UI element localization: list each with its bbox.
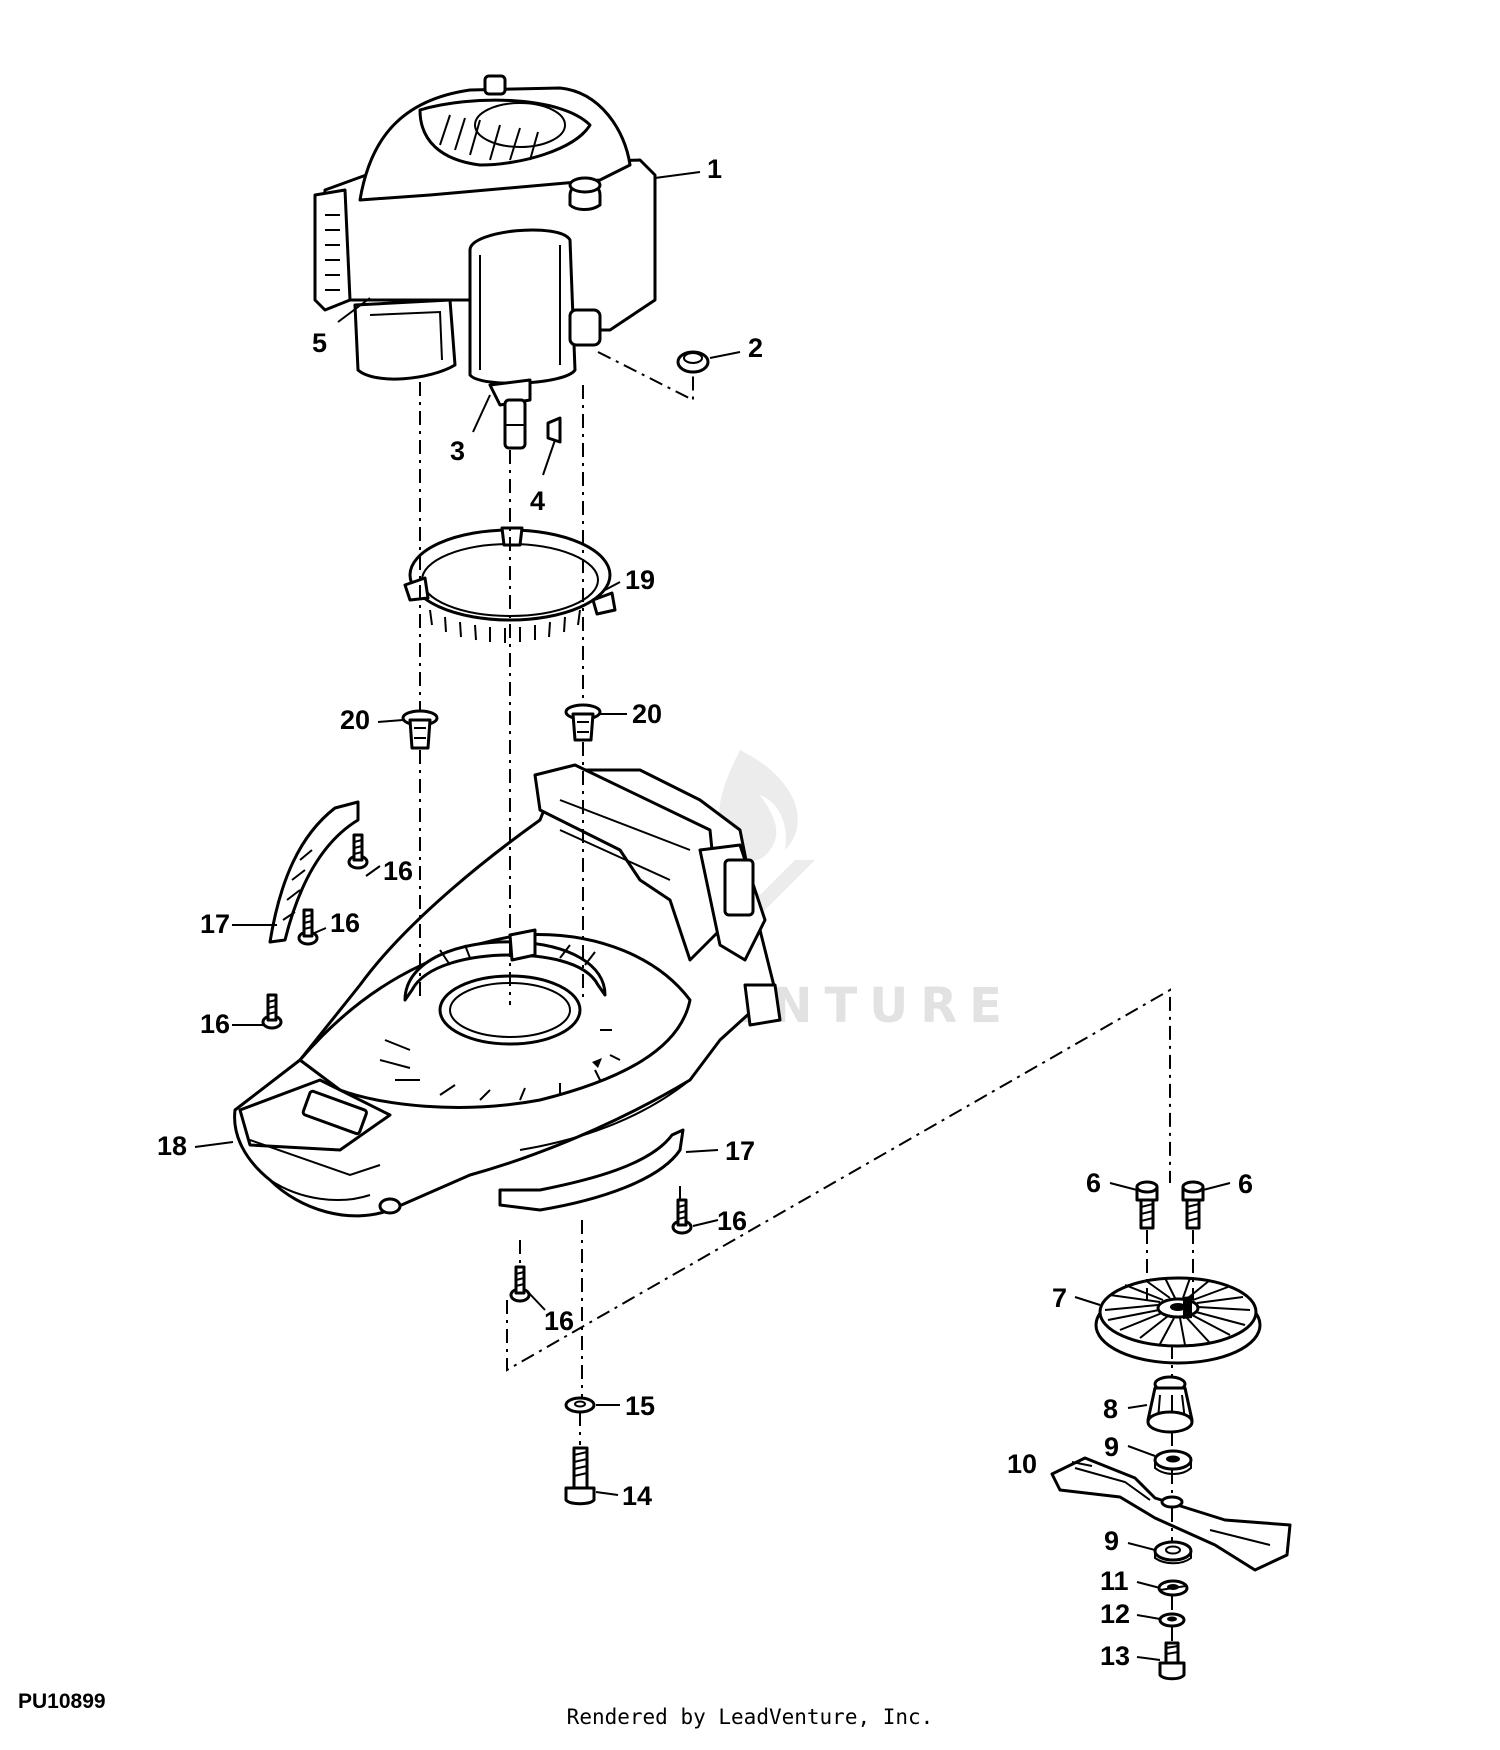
callout-20-left: 20: [340, 705, 370, 735]
screw-16-d: [671, 1198, 693, 1235]
callout-8: 8: [1103, 1394, 1118, 1424]
callout-12: 12: [1100, 1599, 1130, 1629]
callout-1: 1: [707, 154, 722, 184]
screw-16-b: [297, 908, 319, 946]
footer-credit: Rendered by LeadVenture, Inc.: [566, 1705, 934, 1729]
callout-16-a: 16: [383, 856, 413, 886]
callout-7: 7: [1052, 1283, 1067, 1313]
callout-19: 19: [625, 565, 655, 595]
washer-9-top: [1153, 1449, 1193, 1475]
callout-9-bottom: 9: [1104, 1526, 1119, 1556]
blade-adapter-hub-8: [1146, 1375, 1194, 1434]
callout-4: 4: [530, 486, 545, 516]
grommet-right: [564, 703, 602, 742]
crankshaft-key: [546, 416, 562, 444]
engine: [313, 74, 657, 450]
callout-16-b: 16: [330, 908, 360, 938]
bolt-13: [1158, 1641, 1186, 1681]
screw-16-e: [509, 1265, 531, 1303]
callout-3: 3: [450, 436, 465, 466]
callout-5: 5: [312, 328, 327, 358]
front-flap-strip: [498, 1128, 685, 1212]
callout-18: 18: [157, 1131, 187, 1161]
callout-9-top: 9: [1104, 1432, 1119, 1462]
callout-14: 14: [622, 1481, 652, 1511]
blade-adapter-fan-7: [1094, 1276, 1262, 1365]
alignment-lines: [419, 351, 1194, 1641]
callout-6-left: 6: [1086, 1168, 1101, 1198]
callout-10: 10: [1007, 1449, 1037, 1479]
callout-16-e: 16: [544, 1306, 574, 1336]
rear-flap-strip: [268, 800, 360, 944]
callout-20-right: 20: [632, 699, 662, 729]
callout-16-c: 16: [200, 1009, 230, 1039]
leader-lines: [194, 171, 1231, 1661]
bolt-14: [564, 1446, 596, 1506]
callout-17-right: 17: [725, 1136, 755, 1166]
screw-16-c: [261, 993, 283, 1030]
callout-13: 13: [1100, 1641, 1130, 1671]
flange-nut: [676, 350, 710, 374]
callout-labels: 1 2 3 4 5 19 20 20 16 16 16 17 18 17 16 …: [157, 154, 1253, 1671]
callout-17-left: 17: [200, 909, 230, 939]
grommet-left: [401, 709, 439, 750]
washer-9-bottom: [1153, 1540, 1193, 1565]
lock-washer-11: [1157, 1579, 1189, 1597]
callout-6-right: 6: [1238, 1169, 1253, 1199]
diagram-id: PU10899: [18, 1690, 106, 1713]
screw-16-a: [347, 833, 369, 870]
callout-2: 2: [748, 333, 763, 363]
washer-12: [1158, 1612, 1186, 1628]
callout-11: 11: [1100, 1566, 1129, 1596]
bolt-6-left: [1135, 1180, 1159, 1230]
callout-16-d: 16: [717, 1206, 747, 1236]
washer-15: [564, 1396, 596, 1414]
callout-15: 15: [625, 1391, 655, 1421]
bolt-6-right: [1181, 1180, 1205, 1230]
mower-deck: [233, 763, 782, 1218]
